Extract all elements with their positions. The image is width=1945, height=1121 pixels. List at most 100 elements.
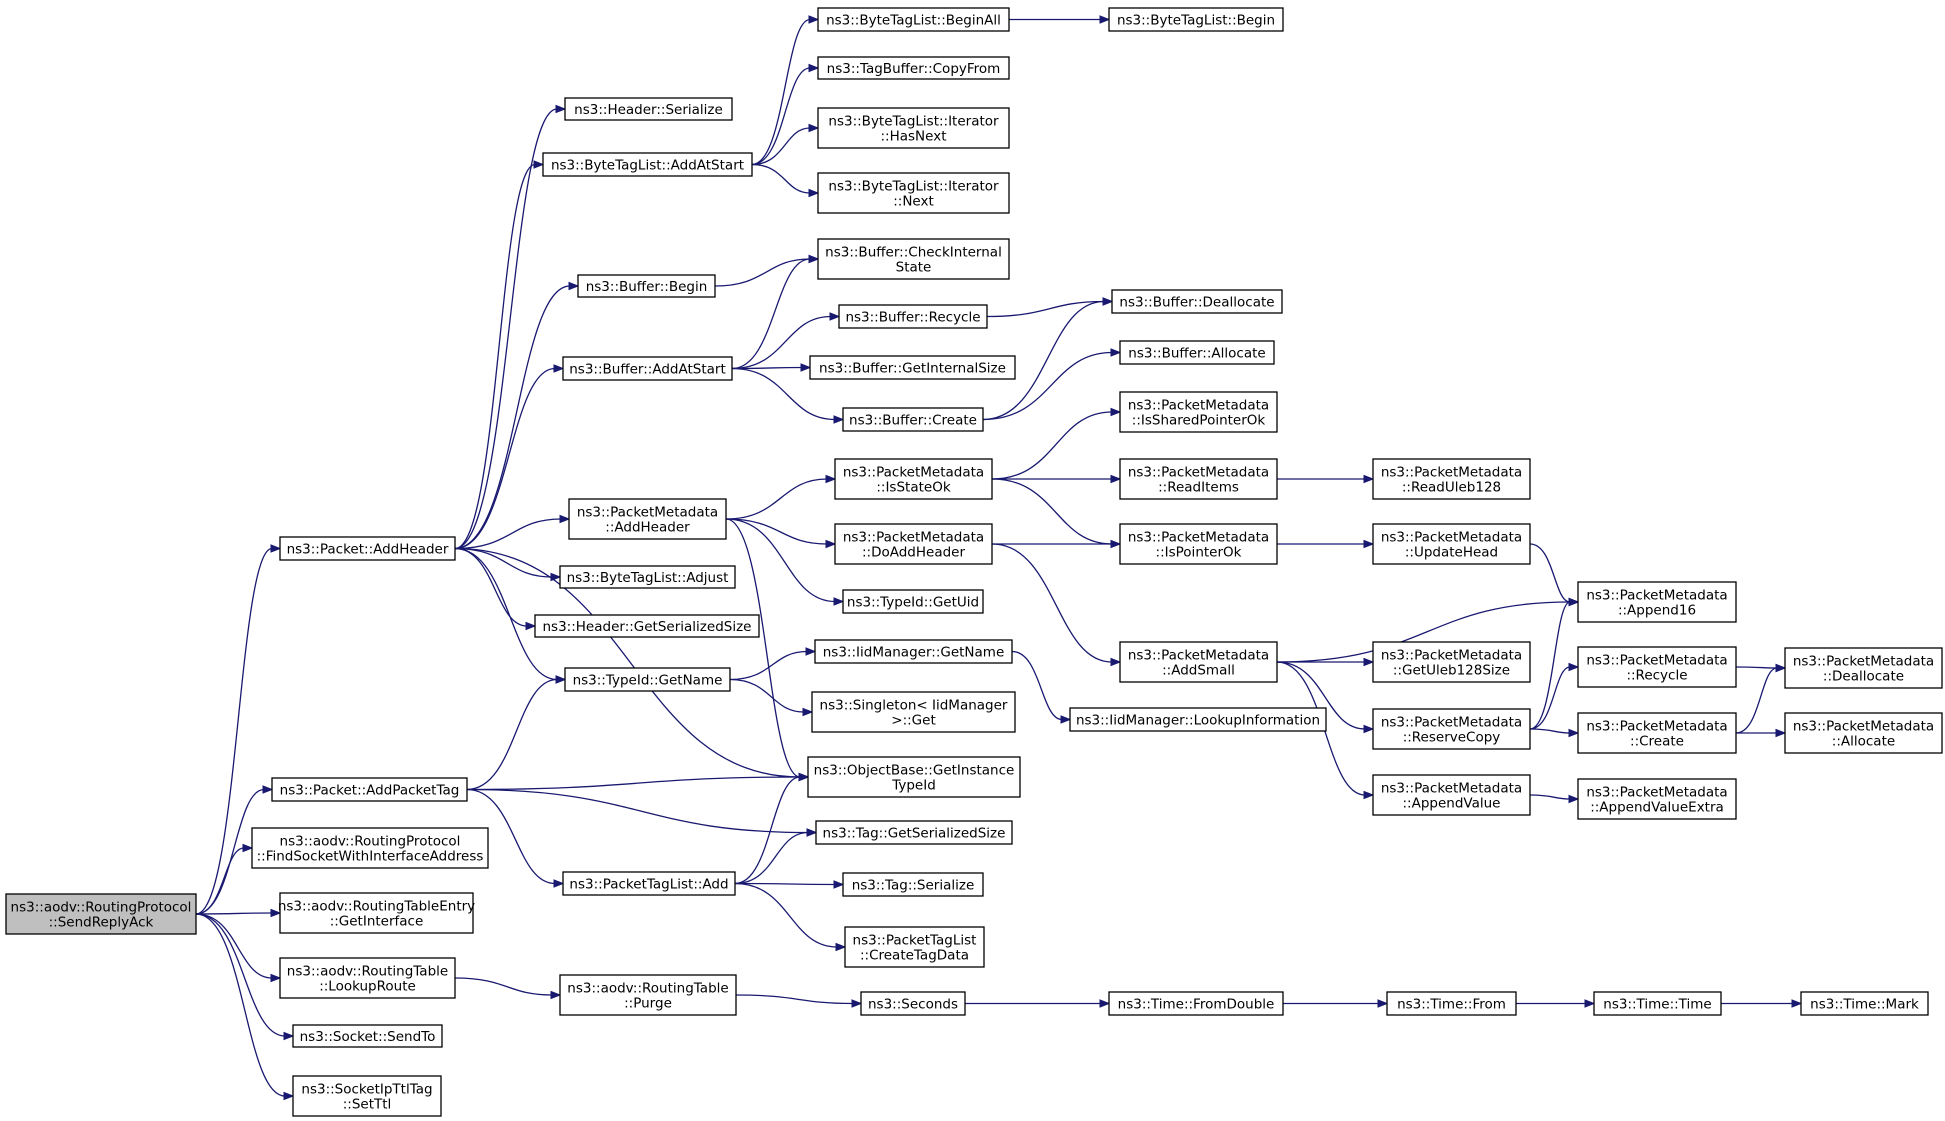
node-pm-add-header[interactable]: ns3::PacketMetadata::AddHeader <box>568 498 727 540</box>
node-root[interactable]: ns3::aodv::RoutingProtocol::SendReplyAck <box>5 893 197 935</box>
edge-root-to-find-socket <box>195 843 254 915</box>
node-label-line: ns3::PacketMetadata <box>1381 715 1522 731</box>
edge-line <box>466 788 556 885</box>
node-tag-get-ser-size[interactable]: ns3::Tag::GetSerializedSize <box>815 820 1013 845</box>
node-btl-adjust[interactable]: ns3::ByteTagList::Adjust <box>559 565 736 589</box>
edge-line <box>729 650 808 681</box>
node-box <box>564 667 731 692</box>
node-pm-append-value[interactable]: ns3::PacketMetadata::AppendValue <box>1372 774 1531 816</box>
node-it-next[interactable]: ns3::ByteTagList::Iterator::Next <box>817 172 1010 214</box>
node-buf-allocate[interactable]: ns3::Buffer::Allocate <box>1119 340 1275 365</box>
node-time-time[interactable]: ns3::Time::Time <box>1593 991 1722 1016</box>
node-set-ttl[interactable]: ns3::SocketIpTtlTag::SetTtl <box>292 1075 442 1117</box>
node-pm-allocate[interactable]: ns3::PacketMetadata::Allocate <box>1784 712 1943 754</box>
node-ptl-add[interactable]: ns3::PacketTagList::Add <box>562 871 736 896</box>
node-type-get-name[interactable]: ns3::TypeId::GetName <box>564 667 731 692</box>
edge-line <box>734 882 836 886</box>
node-singleton-get[interactable]: ns3::Singleton< IidManager>::Get <box>811 691 1016 733</box>
node-get-interface[interactable]: ns3::aodv::RoutingTableEntry::GetInterfa… <box>278 892 475 934</box>
node-label-line: ns3::aodv::RoutingProtocol <box>280 834 461 850</box>
edge-add-packet-tag-to-obj-get-instance <box>466 772 810 791</box>
edge-root-to-set-ttl <box>195 913 295 1101</box>
node-label-line: ns3::PacketMetadata <box>1381 530 1522 546</box>
node-pm-create[interactable]: ns3::PacketMetadata::Create <box>1577 712 1737 754</box>
node-pm-append16[interactable]: ns3::PacketMetadata::Append16 <box>1577 581 1737 623</box>
node-pm-read-uleb128[interactable]: ns3::PacketMetadata::ReadUleb128 <box>1372 458 1531 500</box>
node-hdr-serialize[interactable]: ns3::Header::Serialize <box>564 97 733 121</box>
node-pm-add-small[interactable]: ns3::PacketMetadata::AddSmall <box>1119 641 1278 683</box>
node-pm-do-add-header[interactable]: ns3::PacketMetadata::DoAddHeader <box>834 523 993 565</box>
node-box <box>5 893 197 935</box>
edge-line <box>714 258 811 287</box>
node-pm-recycle[interactable]: ns3::PacketMetadata::Recycle <box>1577 646 1737 688</box>
node-seconds[interactable]: ns3::Seconds <box>860 991 966 1016</box>
node-tb-copy-from[interactable]: ns3::TagBuffer::CopyFrom <box>817 56 1010 80</box>
node-tag-serialize[interactable]: ns3::Tag::Serialize <box>842 872 984 897</box>
edge-line <box>1529 666 1571 730</box>
node-btl-begin-all[interactable]: ns3::ByteTagList::BeginAll <box>817 7 1010 32</box>
node-label-line: ns3::Buffer::CheckInternal <box>825 245 1002 261</box>
node-send-to[interactable]: ns3::Socket::SendTo <box>292 1024 443 1048</box>
node-buf-add-at-start[interactable]: ns3::Buffer::AddAtStart <box>562 356 733 381</box>
node-add-packet-tag[interactable]: ns3::Packet::AddPacketTag <box>271 777 468 802</box>
node-box <box>809 355 1016 380</box>
arrowhead-icon <box>1568 728 1580 738</box>
node-box <box>292 1075 442 1117</box>
node-label-line: ns3::Buffer::Create <box>849 413 977 429</box>
node-box <box>1577 646 1737 688</box>
node-hdr-get-ser-size[interactable]: ns3::Header::GetSerializedSize <box>534 614 760 638</box>
edge-line <box>1276 601 1571 663</box>
node-pm-append-value-extra[interactable]: ns3::PacketMetadata::AppendValueExtra <box>1577 778 1737 820</box>
node-time-mark[interactable]: ns3::Time::Mark <box>1800 991 1929 1016</box>
node-lookup-route[interactable]: ns3::aodv::RoutingTable::LookupRoute <box>279 957 456 999</box>
edge-line <box>195 913 286 1037</box>
node-box <box>1577 581 1737 623</box>
node-label-line: ns3::IidManager::LookupInformation <box>1076 713 1320 729</box>
node-time-from[interactable]: ns3::Time::From <box>1386 991 1517 1016</box>
node-add-header[interactable]: ns3::Packet::AddHeader <box>279 536 456 561</box>
node-label-line: ns3::PacketMetadata <box>1586 588 1727 604</box>
node-btl-add-at-start[interactable]: ns3::ByteTagList::AddAtStart <box>542 152 753 177</box>
node-buf-create[interactable]: ns3::Buffer::Create <box>842 407 984 432</box>
node-rt-purge[interactable]: ns3::aodv::RoutingTable::Purge <box>559 974 737 1016</box>
edge-ptl-add-to-obj-get-instance <box>734 772 810 885</box>
node-buf-get-internal-size[interactable]: ns3::Buffer::GetInternalSize <box>809 355 1016 380</box>
node-box <box>1111 289 1283 314</box>
node-ptl-create-tag-data[interactable]: ns3::PacketTagList::CreateTagData <box>844 926 985 968</box>
node-type-get-uid[interactable]: ns3::TypeId::GetUid <box>842 589 984 614</box>
node-pm-is-pointer-ok[interactable]: ns3::PacketMetadata::IsPointerOk <box>1119 523 1278 565</box>
node-box <box>559 974 737 1016</box>
node-label-line: ns3::aodv::RoutingProtocol <box>11 900 192 916</box>
node-label-line: ::Recycle <box>1626 668 1687 684</box>
edge-line <box>725 518 828 545</box>
node-it-has-next[interactable]: ns3::ByteTagList::Iterator::HasNext <box>817 107 1010 149</box>
node-box <box>542 152 753 177</box>
arrowhead-icon <box>242 843 254 853</box>
node-find-socket[interactable]: ns3::aodv::RoutingProtocol::FindSocketWi… <box>251 827 489 869</box>
node-buf-recycle[interactable]: ns3::Buffer::Recycle <box>838 304 988 329</box>
node-pm-update-head[interactable]: ns3::PacketMetadata::UpdateHead <box>1372 523 1531 565</box>
edge-root-to-send-to <box>195 913 295 1041</box>
edge-line <box>751 163 811 194</box>
node-pm-get-uleb128size[interactable]: ns3::PacketMetadata::GetUleb128Size <box>1372 641 1531 683</box>
node-btl-begin[interactable]: ns3::ByteTagList::Begin <box>1108 7 1284 32</box>
node-iid-lookup-info[interactable]: ns3::IidManager::LookupInformation <box>1069 707 1327 732</box>
node-time-from-double[interactable]: ns3::Time::FromDouble <box>1108 991 1284 1016</box>
node-label-line: ns3::PacketMetadata <box>1793 654 1934 670</box>
node-pm-deallocate[interactable]: ns3::PacketMetadata::Deallocate <box>1784 647 1943 689</box>
edge-pm-update-head-to-pm-append16 <box>1529 543 1580 607</box>
node-buf-deallocate[interactable]: ns3::Buffer::Deallocate <box>1111 289 1283 314</box>
node-buf-begin[interactable]: ns3::Buffer::Begin <box>577 274 716 298</box>
node-pm-read-items[interactable]: ns3::PacketMetadata::ReadItems <box>1119 458 1278 500</box>
node-pm-is-state-ok[interactable]: ns3::PacketMetadata::IsStateOk <box>834 458 993 500</box>
node-box <box>814 639 1013 664</box>
edge-buf-recycle-to-buf-deallocate <box>986 297 1114 318</box>
node-iid-get-name[interactable]: ns3::IidManager::GetName <box>814 639 1013 664</box>
node-pm-is-shared-ptr-ok[interactable]: ns3::PacketMetadata::IsSharedPointerOk <box>1119 391 1278 433</box>
node-pm-reserve-copy[interactable]: ns3::PacketMetadata::ReserveCopy <box>1372 708 1531 750</box>
edge-line <box>454 547 558 681</box>
node-label-line: ns3::Packet::AddPacketTag <box>280 783 460 799</box>
node-label-line: ns3::ByteTagList::Begin <box>1117 13 1275 29</box>
